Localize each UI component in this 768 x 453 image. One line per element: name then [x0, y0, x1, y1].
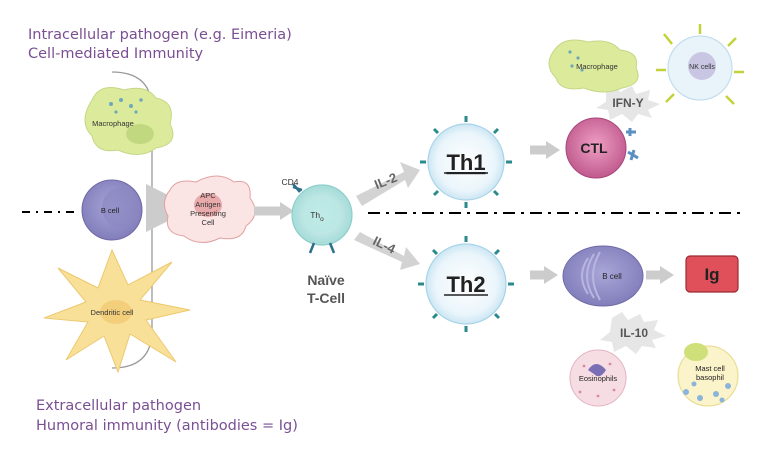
il10-label: IL-10: [620, 326, 648, 340]
nk-label: NK cells: [689, 64, 715, 71]
macrophage-right-label: Macrophage: [576, 62, 618, 71]
apc-label-2: Antigen: [195, 200, 220, 209]
ctl-cell: CTL: [565, 117, 639, 179]
cd4-label: CD4: [281, 177, 298, 187]
macrophage-left: Macrophage: [84, 87, 174, 155]
ig-box: Ig: [685, 255, 739, 293]
th1-cell: Th1: [420, 116, 512, 208]
eosinophil-cell: Eosinophils: [569, 349, 627, 407]
nk-projections: [656, 24, 744, 105]
header-bottom-line1: Extracellular pathogen: [36, 398, 202, 414]
apc-label-4: Cell: [202, 218, 215, 227]
ifn-starburst: IFN-Y: [596, 84, 660, 122]
dendritic-cell-label: Dendritic cell: [91, 308, 134, 317]
macrophage-right: Macrophage: [548, 39, 639, 93]
th2-receptors: [418, 236, 514, 332]
th1-receptors: [420, 116, 512, 208]
mast-label-2: basophil: [696, 373, 724, 382]
header-bottom: Extracellular pathogen Humoral immunity …: [36, 396, 298, 436]
header-top-line1: Intracellular pathogen (e.g. Eimeria): [28, 27, 292, 43]
header-top-line2: Cell-mediated Immunity: [28, 46, 204, 62]
naive-core-label: Tho: [310, 210, 324, 223]
b-cell-right: B cell: [562, 245, 644, 307]
naive-t-cell: CD4 Tho Naïve T-Cell: [281, 177, 353, 306]
il2-arrow: IL-2: [356, 162, 420, 206]
ifn-label: IFN-Y: [612, 96, 643, 110]
receptor-icon: [308, 242, 336, 254]
b-cell-left: B cell: [81, 179, 143, 241]
b-cell-right-label: B cell: [602, 272, 622, 281]
il4-arrow: IL-4: [354, 232, 420, 270]
nk-cell: NK cells: [656, 24, 744, 105]
naive-label-1: Naïve: [307, 272, 345, 288]
th2-label: Th2: [446, 272, 485, 297]
il10-starburst: IL-10: [600, 312, 666, 354]
naive-label-2: T-Cell: [307, 290, 345, 306]
mast-label-1: Mast cell: [695, 364, 725, 373]
th2-cell: Th2: [418, 236, 514, 332]
ig-label: Ig: [704, 265, 719, 284]
dendritic-cell: Dendritic cell: [43, 248, 191, 374]
header-top: Intracellular pathogen (e.g. Eimeria) Ce…: [28, 26, 292, 64]
header-bottom-line2: Humoral immunity (antibodies = Ig): [36, 418, 298, 434]
mast-cell: Mast cell basophil: [677, 343, 739, 407]
apc-label-1: APC: [200, 191, 216, 200]
eosinophil-label: Eosinophils: [579, 374, 618, 383]
ctl-label: CTL: [580, 140, 608, 156]
cd4-receptor-icon: [292, 183, 303, 193]
il2-label: IL-2: [372, 170, 399, 193]
apc-label-3: Presenting: [190, 209, 226, 218]
b-cell-left-label: B cell: [101, 206, 120, 215]
apc-cell: APC Antigen Presenting Cell: [164, 175, 256, 243]
antibody-icon: [626, 128, 639, 161]
th1-label: Th1: [446, 150, 485, 175]
macrophage-left-label: Macrophage: [92, 119, 134, 128]
